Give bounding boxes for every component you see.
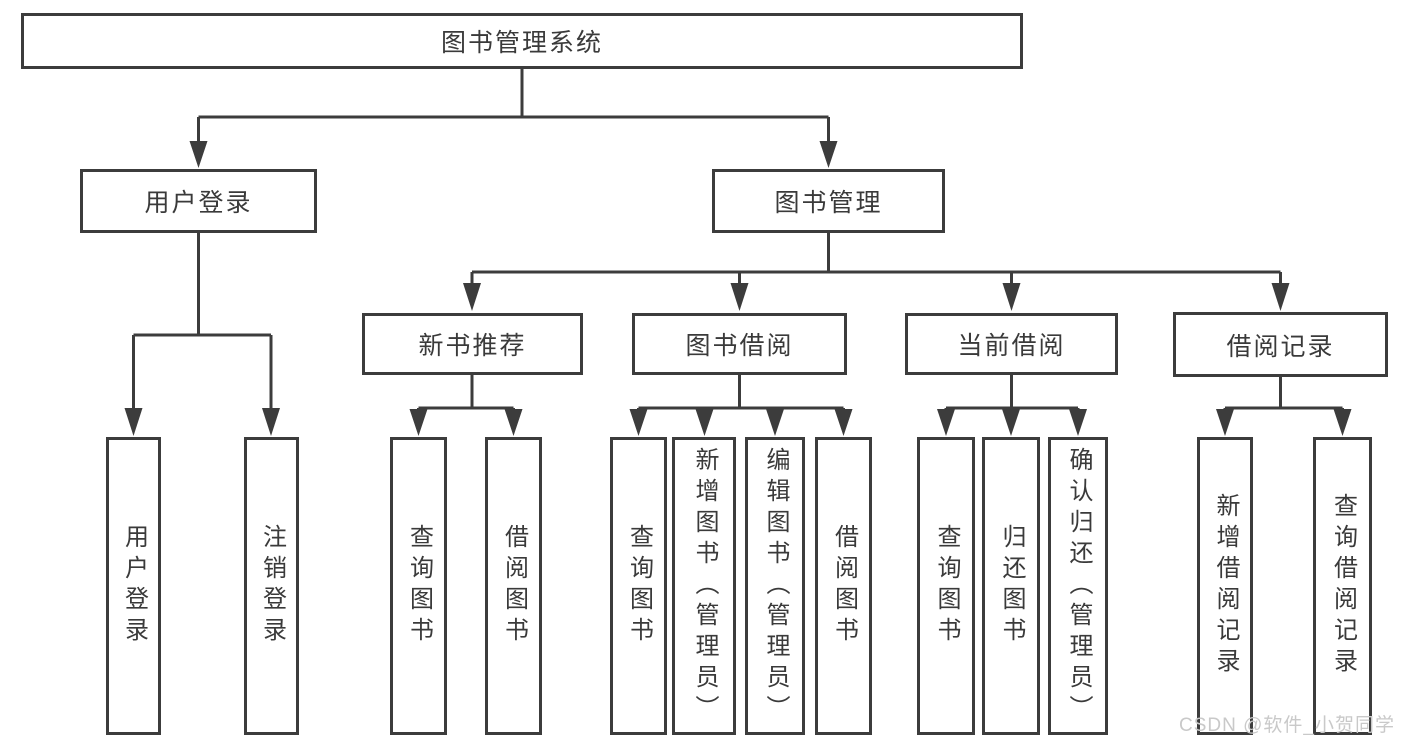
leaf-query-borrow-record-label: 查询借阅记录	[1329, 493, 1357, 679]
node-book-management-label: 图书管理	[774, 189, 883, 217]
leaf-confirm-return-admin-label: 确认归还（管理员）	[1065, 446, 1092, 726]
leaf-user-login: 用户登录	[106, 437, 161, 735]
node-book-management: 图书管理	[712, 169, 945, 233]
node-book-borrowing: 图书借阅	[632, 313, 847, 375]
node-user-login-label: 用户登录	[144, 189, 253, 217]
leaf-query-books-current: 查询图书	[917, 437, 975, 735]
node-new-book-recommend: 新书推荐	[362, 313, 583, 375]
leaf-edit-book-admin: 编辑图书（管理员）	[745, 437, 805, 735]
node-root: 图书管理系统	[21, 13, 1023, 69]
leaf-logout-label: 注销登录	[258, 524, 286, 648]
leaf-add-borrow-record: 新增借阅记录	[1197, 437, 1253, 735]
node-current-borrowing: 当前借阅	[905, 313, 1118, 375]
leaf-borrow-books-recommend: 借阅图书	[485, 437, 542, 735]
node-book-borrowing-label: 图书借阅	[685, 332, 794, 360]
leaf-query-books-recommend: 查询图书	[390, 437, 447, 735]
leaf-confirm-return-admin: 确认归还（管理员）	[1048, 437, 1108, 735]
leaf-query-books-recommend-label: 查询图书	[405, 524, 433, 648]
leaf-query-books-borrowing-label: 查询图书	[625, 524, 653, 648]
leaf-add-book-admin-label: 新增图书（管理员）	[691, 446, 718, 726]
leaf-borrow-books-borrowing: 借阅图书	[815, 437, 872, 735]
leaf-return-books: 归还图书	[982, 437, 1040, 735]
node-borrowing-records: 借阅记录	[1173, 312, 1388, 377]
leaf-query-borrow-record: 查询借阅记录	[1313, 437, 1372, 735]
leaf-query-books-borrowing: 查询图书	[610, 437, 667, 735]
watermark: CSDN @软件_小贺同学	[1179, 715, 1395, 736]
node-root-label: 图书管理系统	[440, 29, 603, 57]
leaf-add-borrow-record-label: 新增借阅记录	[1212, 493, 1239, 679]
node-borrowing-records-label: 借阅记录	[1226, 332, 1335, 361]
node-new-book-recommend-label: 新书推荐	[418, 332, 527, 360]
leaf-add-book-admin: 新增图书（管理员）	[672, 437, 736, 735]
leaf-edit-book-admin-label: 编辑图书（管理员）	[762, 446, 789, 726]
arrowheads	[124, 141, 1352, 436]
node-user-login: 用户登录	[80, 169, 317, 233]
node-current-borrowing-label: 当前借阅	[957, 332, 1066, 360]
leaf-logout: 注销登录	[244, 437, 299, 735]
connector-paths	[132, 69, 1344, 411]
leaf-query-books-current-label: 查询图书	[933, 524, 960, 648]
leaf-borrow-books-borrowing-label: 借阅图书	[830, 524, 858, 648]
leaf-return-books-label: 归还图书	[998, 524, 1025, 648]
leaf-borrow-books-recommend-label: 借阅图书	[500, 524, 528, 648]
leaf-user-login-label: 用户登录	[120, 524, 148, 648]
